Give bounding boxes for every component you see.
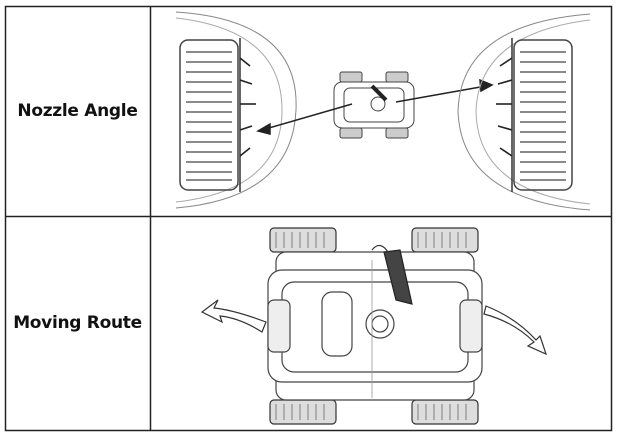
row-label-moving-route: Moving Route	[13, 313, 142, 333]
right-nozzle-zoom	[457, 13, 591, 211]
left-nozzle-zoom	[175, 11, 297, 209]
robot-small	[333, 71, 415, 139]
pointer-arrows	[256, 78, 494, 135]
row-label-nozzle-angle: Nozzle Angle	[17, 101, 138, 121]
robot-large	[267, 227, 483, 425]
route-arrows	[200, 299, 547, 356]
